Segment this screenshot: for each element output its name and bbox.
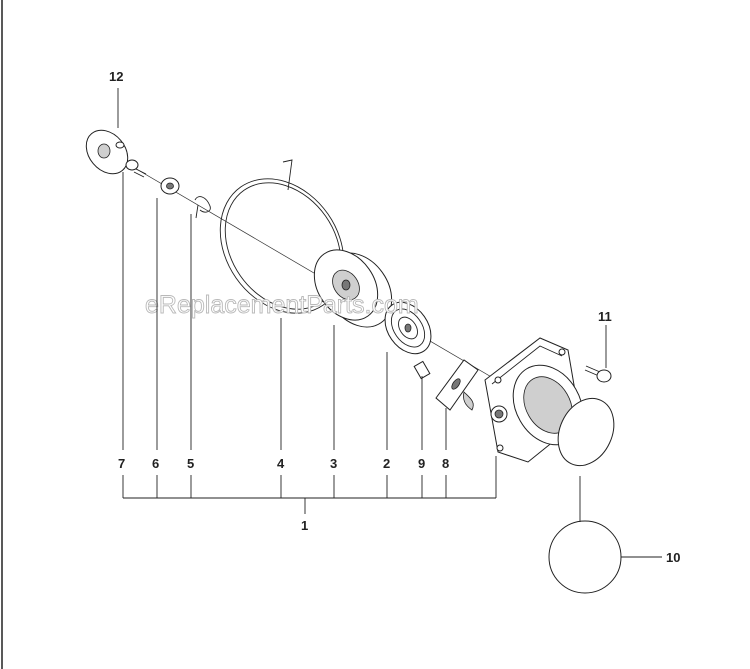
part-10-label-decal: [548, 397, 622, 594]
leader-lines: [117, 88, 662, 558]
callout-11: 11: [598, 309, 612, 324]
part-2-recoil-spring: [384, 301, 432, 355]
part-6-washer: [160, 177, 180, 195]
callout-8: 8: [442, 456, 449, 471]
part-7-screw: [125, 159, 147, 178]
callout-6: 6: [152, 456, 159, 471]
callout-5: 5: [187, 456, 194, 471]
callout-4: 4: [277, 456, 285, 471]
callout-9: 9: [418, 456, 425, 471]
part-5-spring-clip: [194, 196, 211, 219]
callout-10: 10: [666, 550, 680, 565]
callout-7: 7: [118, 456, 125, 471]
part-12-cover-plate: [85, 129, 129, 175]
part-3-rope-pulley: [313, 249, 393, 328]
callout-1: 1: [301, 518, 308, 533]
watermark: eReplacementParts.com: [145, 291, 419, 319]
callout-3: 3: [330, 456, 337, 471]
part-4-starter-rope: [219, 159, 345, 314]
part-11-bolt: [584, 365, 612, 383]
part-8-handle: [435, 359, 479, 411]
callout-2: 2: [383, 456, 390, 471]
callout-12: 12: [109, 69, 123, 84]
part-9-small-key: [413, 360, 431, 380]
